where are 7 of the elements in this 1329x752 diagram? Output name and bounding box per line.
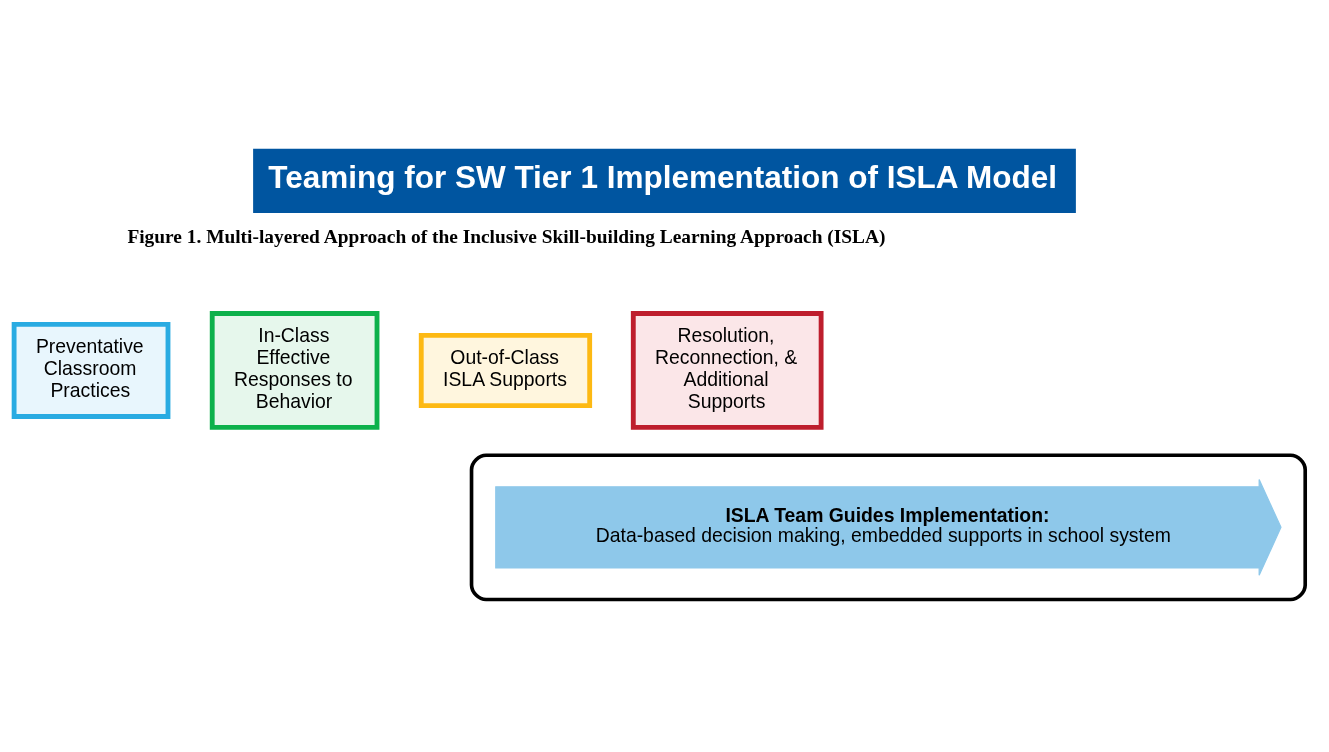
node-box: In-Class Effective Responses to Behavior [209,310,380,430]
label: Figure 1. Multi-layered Approach of the Inclusive Skill-building Learning Approach (ISLA) [127,225,886,247]
node-box: Resolution, Reconnection, & Additional Supports [630,310,824,430]
node-box: Out-of-Class ISLA Supports [418,332,593,408]
diagram-title: Teaming for SW Tier 1 Implementation of ISLA Model [268,158,1057,195]
node-box: Preventative Classroom Practices [11,321,171,419]
cluster [469,452,1307,601]
